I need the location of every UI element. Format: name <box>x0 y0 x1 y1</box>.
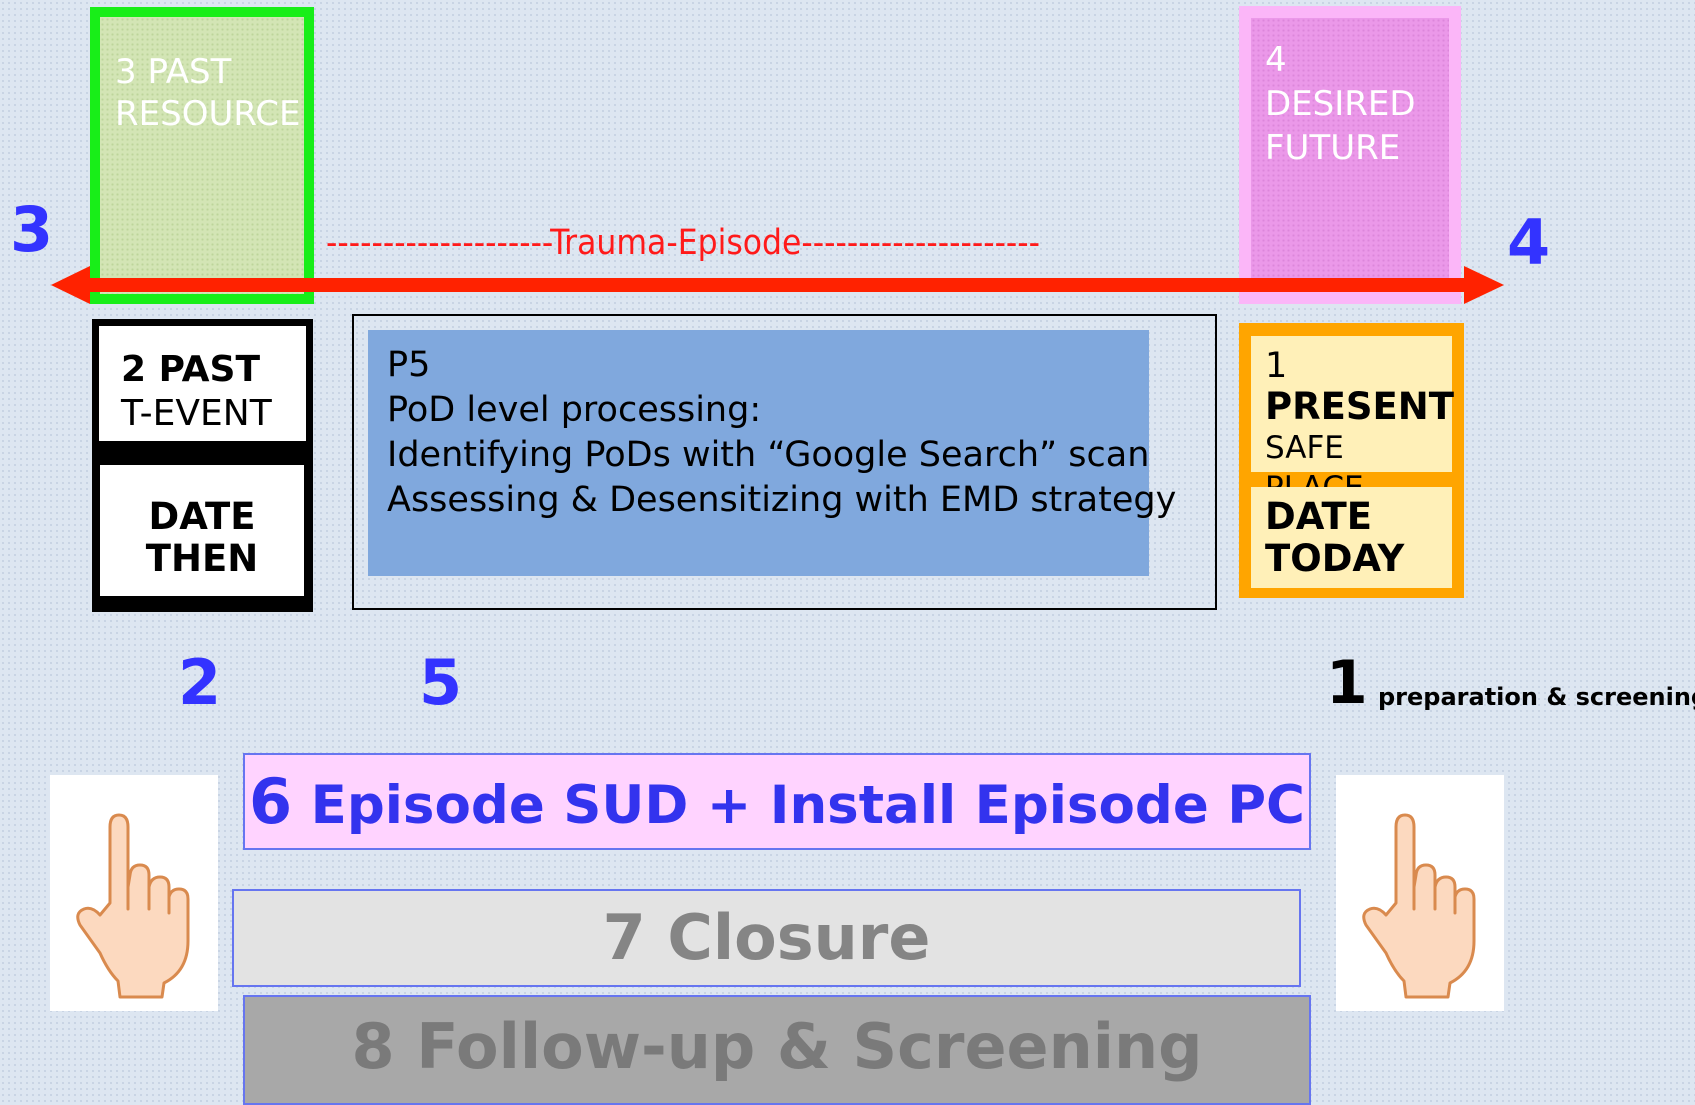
past-event-title: 2 PAST <box>121 349 261 390</box>
step-7-bar: 7 Closure <box>232 889 1301 987</box>
present-number: 1 <box>1265 346 1288 386</box>
desired-future-label: 4 DESIRED FUTURE <box>1265 40 1416 168</box>
marker-1: 1 <box>1326 648 1368 718</box>
processing-line: Assessing & Desensitizing with EMD strat… <box>387 480 1177 520</box>
trauma-episode-label: --------------------Trauma-Episode------… <box>326 223 1041 263</box>
pointing-hand-icon <box>1362 813 1476 999</box>
date-today-line2: TODAY <box>1265 537 1405 580</box>
left-hand-card <box>50 775 218 1011</box>
processing-box: P5 PoD level processing: Identifying PoD… <box>368 330 1177 576</box>
marker-2: 2 <box>178 646 222 719</box>
desired-future-box: 4 DESIRED FUTURE <box>1239 6 1461 304</box>
processing-frame <box>352 314 1217 610</box>
past-resource-box: 3 PAST RESOURCE <box>90 7 314 304</box>
pointing-hand-icon <box>76 813 190 999</box>
arrowhead-left <box>51 266 90 304</box>
marker-5: 5 <box>419 646 463 719</box>
processing-line: Identifying PoDs with “Google Search” sc… <box>387 435 1150 475</box>
step-8-label: 8 Follow-up & Screening <box>351 1010 1203 1083</box>
step-8-bar: 8 Follow-up & Screening <box>243 995 1311 1105</box>
marker-3: 3 <box>10 193 54 266</box>
present-panel: 1 PRESENT SAFE PLACE <box>1251 336 1455 506</box>
date-then-panel: DATE THEN <box>100 465 304 596</box>
preparation-caption: preparation & screening <box>1378 683 1695 711</box>
date-then-line1: DATE <box>148 495 256 538</box>
date-today-panel: DATE TODAY <box>1251 487 1452 588</box>
date-then-line2: THEN <box>145 537 259 580</box>
step-6-number: 6 <box>249 765 293 838</box>
present-title: PRESENT <box>1265 385 1455 428</box>
marker-4: 4 <box>1507 206 1551 279</box>
processing-line: P5 <box>387 345 431 385</box>
past-event-subtitle: T-EVENT <box>121 393 272 434</box>
timeline-arrow <box>51 266 1504 304</box>
past-resource-label: 3 PAST RESOURCE <box>115 52 301 134</box>
date-today-line1: DATE <box>1265 495 1372 538</box>
present-box: 1 PRESENT SAFE PLACE DATE TODAY <box>1239 323 1464 598</box>
step-6-label: Episode SUD + Install Episode PC <box>310 775 1305 836</box>
step-7-label: 7 Closure <box>602 901 931 974</box>
past-event-box: 2 PAST T-EVENT DATE THEN <box>92 319 313 612</box>
past-event-panel: 2 PAST T-EVENT <box>99 326 306 441</box>
step-6-bar: 6 Episode SUD + Install Episode PC <box>243 753 1311 850</box>
processing-line: PoD level processing: <box>387 390 762 430</box>
arrowhead-right <box>1464 266 1504 304</box>
right-hand-card <box>1336 775 1504 1011</box>
